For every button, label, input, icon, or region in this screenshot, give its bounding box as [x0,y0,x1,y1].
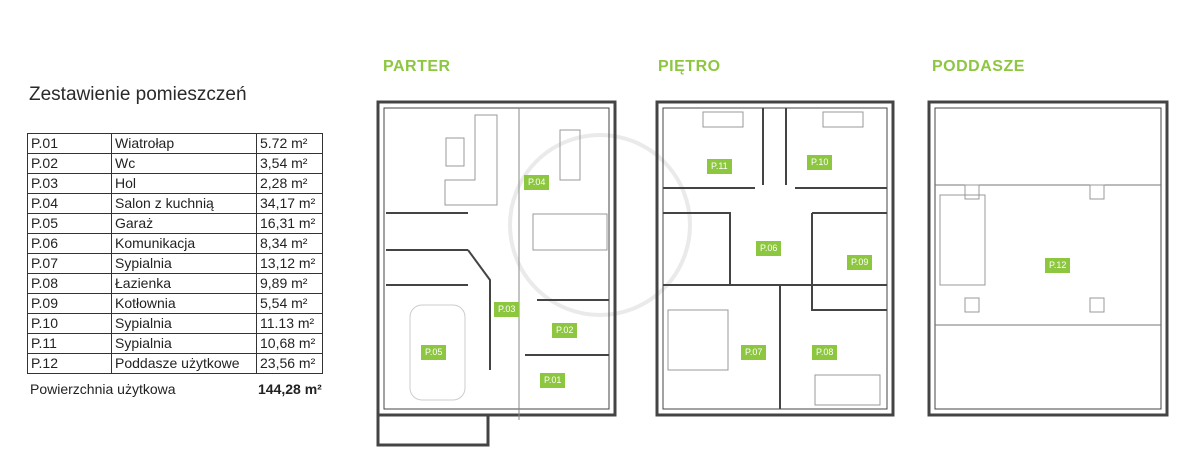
room-name: Sypialnia [111,253,257,274]
room-area: 3,54 m² [256,153,323,174]
room-label-p04: P.04 [524,175,550,190]
room-label-p05: P.05 [421,345,447,360]
total-value: 144,28 m² [258,381,322,397]
room-label-p06: P.06 [756,241,782,256]
parter-plan [376,100,617,447]
floor-title-parter: PARTER [383,58,451,75]
room-name: Hol [111,173,257,194]
room-area: 9,89 m² [256,273,323,294]
room-label-p10: P.10 [807,155,833,170]
room-label-p03: P.03 [494,302,520,317]
room-area: 16,31 m² [256,213,323,234]
poddasze-plan [927,100,1169,417]
room-area: 13,12 m² [256,253,323,274]
room-area: 2,28 m² [256,173,323,194]
summary-title: Zestawienie pomieszczeń [29,84,247,105]
room-id: P.12 [27,353,112,374]
room-label-p08: P.08 [812,345,838,360]
floor-title-pietro: PIĘTRO [658,58,721,75]
room-name: Łazienka [111,273,257,294]
room-label-p11: P.11 [707,159,732,174]
room-label-p02: P.02 [552,323,578,338]
room-label-p12: P.12 [1045,258,1071,273]
room-name: Wiatrołap [111,133,257,154]
room-area: 23,56 m² [256,353,323,374]
room-label-p01: P.01 [540,373,566,388]
pietro-plan [655,100,895,417]
room-name: Poddasze użytkowe [111,353,257,374]
room-label-p09: P.09 [847,255,873,270]
room-label-p07: P.07 [741,345,767,360]
room-area: 5,54 m² [256,293,323,314]
floor-title-poddasze: PODDASZE [932,58,1025,75]
room-area: 10,68 m² [256,333,323,354]
watermark-logo [508,133,692,317]
room-area: 5.72 m² [256,133,323,154]
total-label: Powierzchnia użytkowa [30,381,176,397]
